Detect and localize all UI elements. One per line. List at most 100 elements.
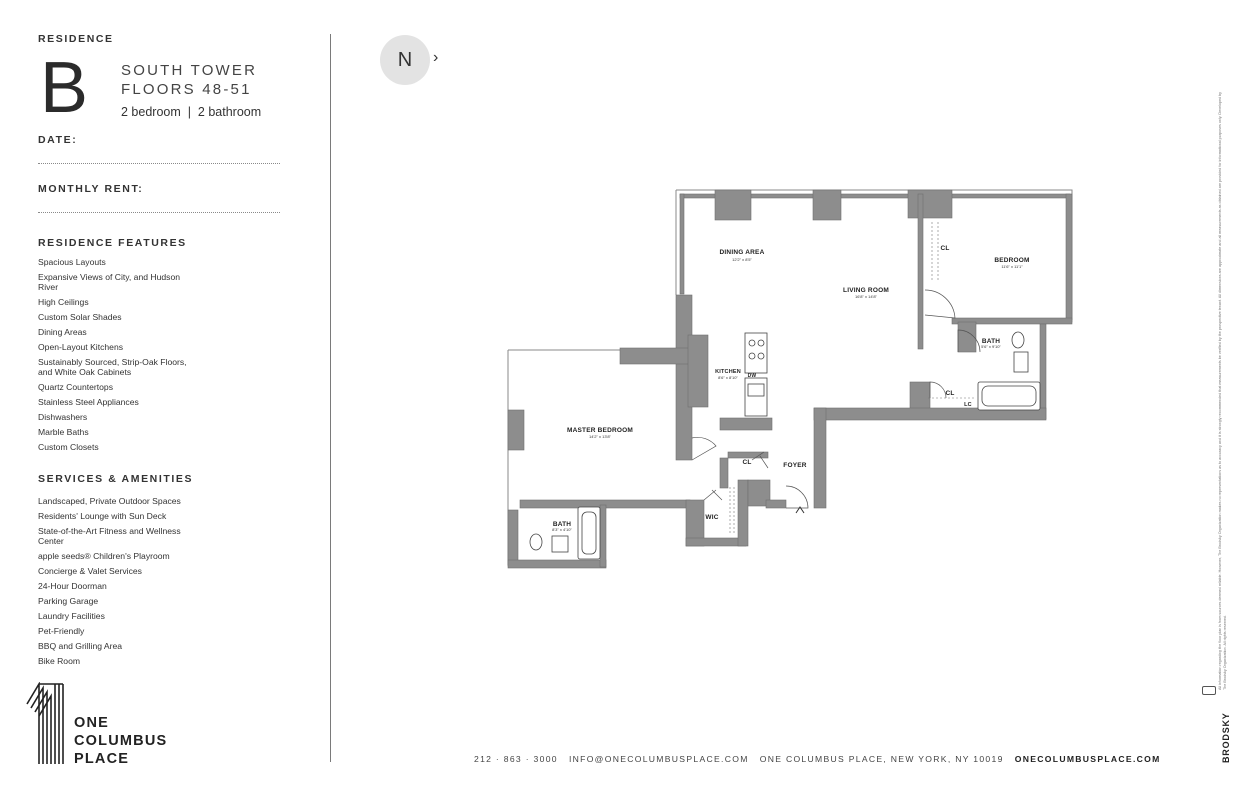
residence-label: RESIDENCE <box>38 33 114 45</box>
kitchen-label: KITCHEN <box>715 369 741 375</box>
column-3 <box>907 189 953 219</box>
wall-center-cap <box>619 347 693 365</box>
features-item: Marble Baths <box>38 427 89 437</box>
wall-bedroom-right <box>1065 193 1073 323</box>
features-item: Expansive Views of City, and Hudson Rive… <box>38 272 181 292</box>
cl1-label: CL <box>742 459 751 466</box>
features-item: Quartz Countertops <box>38 382 113 392</box>
amenities-title: SERVICES & AMENITIES <box>38 473 194 485</box>
bath2-dim: 8'3" x 4'10" <box>552 527 572 532</box>
foyer-label: FOYER <box>783 462 806 469</box>
wall-master-bath <box>507 509 519 567</box>
wall-wic-bottom <box>685 537 747 547</box>
wall-bath-right <box>1039 323 1047 420</box>
features-item: Spacious Layouts <box>38 257 106 267</box>
brodsky-logo-icon <box>1202 686 1216 695</box>
features-item: Custom Closets <box>38 442 99 452</box>
toilet-1 <box>1011 331 1025 349</box>
amenities-item: Residents' Lounge with Sun Deck <box>38 511 167 521</box>
features-item: Dishwashers <box>38 412 88 422</box>
features-item: Dining Areas <box>38 327 87 337</box>
bath1-dim: 5'6" x 9'10" <box>981 344 1001 349</box>
lc-label: LC <box>964 402 972 408</box>
dining-dim: 12'2" x 8'5" <box>732 257 752 262</box>
bath-sink-2 <box>551 535 569 553</box>
master-column <box>507 409 525 451</box>
logo-line-3: PLACE <box>74 751 130 767</box>
wall-cl-top <box>727 451 769 459</box>
footer-email[interactable]: INFO@ONECOLUMBUSPLACE.COM <box>568 754 749 764</box>
disclaimer-text: All information regarding the floor plan… <box>1218 92 1227 690</box>
logo-line-2: COLUMBUS <box>74 733 168 749</box>
features-item: Stainless Steel Appliances <box>38 397 139 407</box>
wall-left-living <box>679 193 685 295</box>
beds-baths: 2 bedroom | 2 bathroom <box>121 105 262 119</box>
wall-cl-bottom <box>747 479 771 507</box>
wall-bedroom-left <box>917 193 924 350</box>
amenities-item: Laundry Facilities <box>38 611 105 621</box>
amenities-item: Pet-Friendly <box>38 626 85 636</box>
wall-kitchen-bottom <box>719 417 773 431</box>
amenities-item: Bike Room <box>38 656 81 666</box>
column-2 <box>812 189 842 221</box>
bath-sink-1 <box>1013 351 1029 373</box>
wall-foyer-right <box>813 407 827 509</box>
door-wic <box>703 489 723 501</box>
door-bath1 <box>957 329 981 353</box>
wall-bedroom-bottom <box>951 317 1073 325</box>
footer-website[interactable]: ONECOLUMBUSPLACE.COM <box>1014 754 1161 764</box>
door-cl1 <box>751 451 769 469</box>
wall-foyer-divider <box>719 457 729 489</box>
amenities-item: BBQ and Grilling Area <box>38 641 123 651</box>
toilet-2 <box>529 533 543 551</box>
master-label: MASTER BEDROOM <box>567 427 633 434</box>
bath1-label: BATH <box>982 338 1000 345</box>
wic-label: WIC <box>705 514 718 521</box>
dining-label: DINING AREA <box>720 249 765 256</box>
logo-text: ONE COLUMBUS PLACE <box>74 714 167 768</box>
info-panel: RESIDENCE B SOUTH TOWER FLOORS 48-51 2 b… <box>0 0 330 800</box>
amenities-item: Parking Garage <box>38 596 99 606</box>
dw-label: DW <box>748 373 757 379</box>
living-dim: 16'8" x 14'8" <box>855 294 878 299</box>
north-compass: N <box>380 35 430 85</box>
residence-letter: B <box>40 48 89 128</box>
entry-arrow-icon <box>795 506 805 514</box>
logo-line-1: ONE <box>74 715 110 731</box>
amenities-item: 24-Hour Doorman <box>38 581 107 591</box>
wall-bath2-right <box>599 504 607 568</box>
rent-line <box>38 212 280 213</box>
amenities-item: apple seeds® Children's Playroom <box>38 551 170 561</box>
living-label: LIVING ROOM <box>843 287 889 294</box>
amenities-item: State-of-the-Art Fitness and Wellness Ce… <box>38 526 181 546</box>
amenities-item: Concierge & Valet Services <box>38 566 142 576</box>
door-cl2 <box>929 381 947 399</box>
cl2-label: CL <box>945 390 954 397</box>
door-bedroom <box>924 289 956 319</box>
door-foyer <box>785 485 809 509</box>
footer-contact: 212 · 863 · 3000 INFO@ONECOLUMBUSPLACE.C… <box>474 754 1161 764</box>
kitchen-dim: 8'6" x 8'10" <box>718 375 738 380</box>
features-item: Open-Layout Kitchens <box>38 342 124 352</box>
floor-plan: DINING AREA 12'2" x 8'5" LIVING ROOM 16'… <box>507 189 1073 569</box>
footer-address: ONE COLUMBUS PLACE, NEW YORK, NY 10019 <box>759 754 1004 764</box>
column-1 <box>714 189 752 221</box>
footer-phone: 212 · 863 · 3000 <box>474 754 558 764</box>
north-letter: N <box>397 48 413 71</box>
cl3-label: CL <box>940 245 949 252</box>
panel-divider <box>330 34 331 762</box>
bedroom-dim: 11'6" x 11'1" <box>1001 264 1023 269</box>
rent-label: MONTHLY RENT: <box>38 183 144 195</box>
features-item: Sustainably Sourced, Strip-Oak Floors, a… <box>38 357 187 377</box>
features-title: RESIDENCE FEATURES <box>38 237 187 249</box>
chevron-right-icon: › <box>433 49 439 66</box>
floors: FLOORS 48-51 <box>121 81 252 98</box>
date-label: DATE: <box>38 134 78 146</box>
wall-foyer-bottom <box>765 499 787 509</box>
tower-name: SOUTH TOWER <box>121 62 258 79</box>
bath2-label: BATH <box>553 521 571 528</box>
wall-bath-left <box>957 321 977 353</box>
brand-name: BRODSKY <box>1221 712 1231 763</box>
bedroom-label: BEDROOM <box>994 257 1029 264</box>
